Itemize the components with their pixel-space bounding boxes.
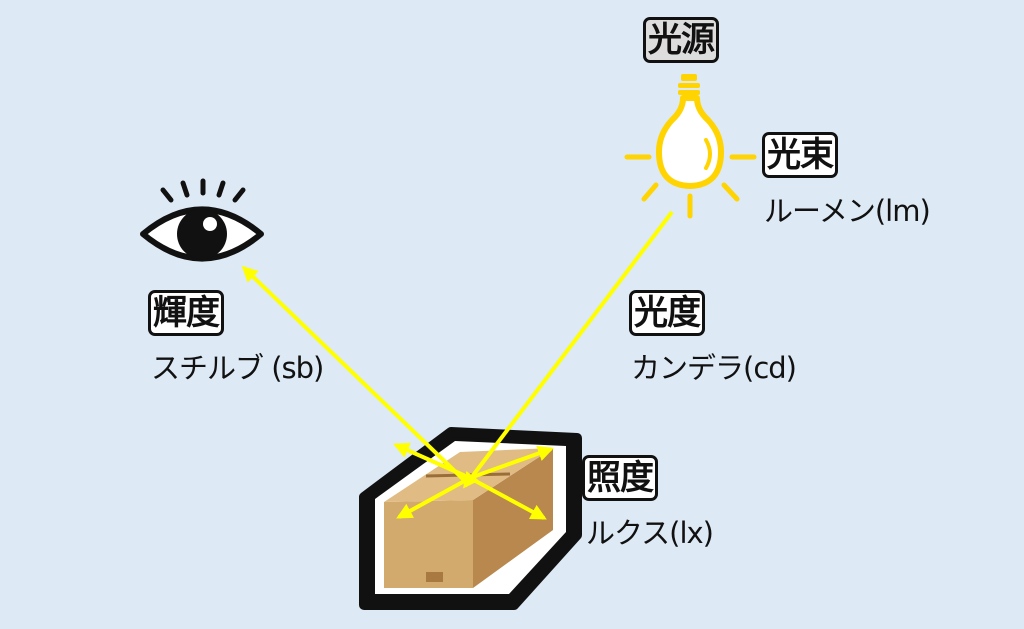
light-rays [241,210,674,520]
reflection-arrow [396,476,471,519]
eye-icon [140,178,264,262]
reflection-arrow [393,442,471,480]
luminance-unit: スチルブ (sb) [151,351,324,385]
luminance-title: 輝度 [148,290,224,336]
cardboard-box-icon [359,427,582,610]
luminous-flux-unit: ルーメン(lm) [764,194,931,228]
light-bulb-icon [624,74,757,219]
reflection-arrow [469,445,555,480]
ray-box-to-eye [241,265,466,482]
ray-source-to-box [463,210,674,489]
luminous-flux-title: 光束 [762,132,838,178]
luminous-intensity-unit: カンデラ(cd) [631,351,797,385]
illuminance-title: 照度 [582,455,658,501]
reflection-arrow [469,476,547,520]
luminous-intensity-title: 光度 [629,290,705,336]
light-source-label: 光源 [643,17,719,63]
illuminance-unit: ルクス(lx) [586,516,714,550]
